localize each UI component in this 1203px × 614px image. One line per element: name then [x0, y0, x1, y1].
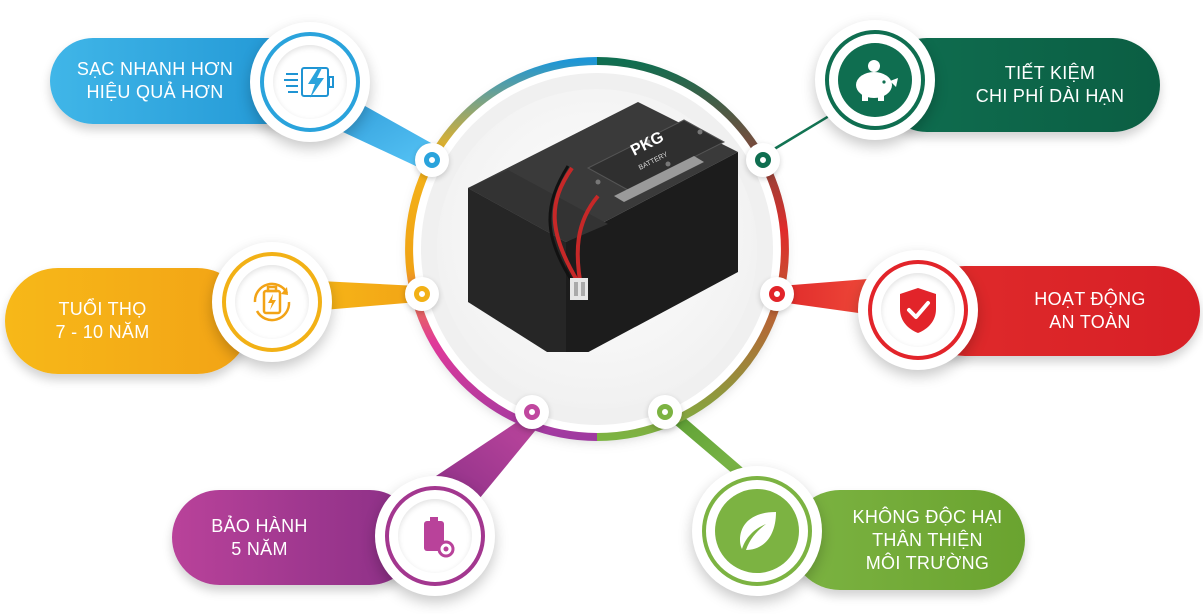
feature-line: AN TOÀN — [1049, 312, 1131, 332]
medal-eco — [692, 466, 822, 596]
leaf-icon — [740, 512, 776, 550]
medal-cost-saving — [815, 20, 935, 140]
feature-line: 7 - 10 NĂM — [55, 322, 150, 342]
fast-charge-battery-icon — [284, 67, 334, 98]
battery-gear-icon — [424, 517, 455, 558]
ring-dot-cost-saving — [746, 143, 780, 177]
feature-line: TUỔI THỌ — [58, 299, 147, 319]
beam-safe — [780, 278, 880, 316]
piggy-bank-icon — [856, 60, 898, 101]
ring-dot-eco — [648, 395, 682, 429]
medal-safe — [858, 250, 978, 370]
feature-line: MÔI TRƯỜNG — [865, 552, 990, 573]
feature-pill-lifespan: TUỔI THỌ 7 - 10 NĂM — [5, 268, 250, 374]
ring-dot-lifespan — [405, 277, 439, 311]
feature-line: HIỆU QUẢ HƠN — [86, 82, 224, 102]
feature-pill-eco: KHÔNG ĐỘC HẠI THÂN THIỆN MÔI TRƯỜNG — [790, 490, 1025, 590]
ring-dot-warranty — [515, 395, 549, 429]
feature-pill-warranty: BẢO HÀNH 5 NĂM — [172, 490, 417, 585]
medal-warranty — [375, 476, 495, 596]
ring-dot-safe — [760, 277, 794, 311]
feature-line: TIẾT KIỆM — [1004, 63, 1096, 83]
feature-line: 5 NĂM — [231, 538, 288, 559]
feature-line: THÂN THIỆN — [872, 529, 983, 550]
shield-check-icon — [900, 288, 936, 333]
battery-cycle-icon — [253, 282, 291, 322]
feature-line: KHÔNG ĐỘC HẠI — [852, 506, 1003, 527]
feature-line: CHI PHÍ DÀI HẠN — [975, 86, 1125, 106]
battery-pack-image: PKG BATTERY — [468, 102, 738, 352]
feature-line: HOẠT ĐỘNG — [1034, 289, 1146, 309]
feature-line: BẢO HÀNH — [211, 515, 308, 536]
medal-fast-charge — [250, 22, 370, 142]
ring-dot-fast-charge — [415, 143, 449, 177]
medal-lifespan — [212, 242, 332, 362]
feature-line: SẠC NHANH HƠN — [76, 59, 234, 79]
